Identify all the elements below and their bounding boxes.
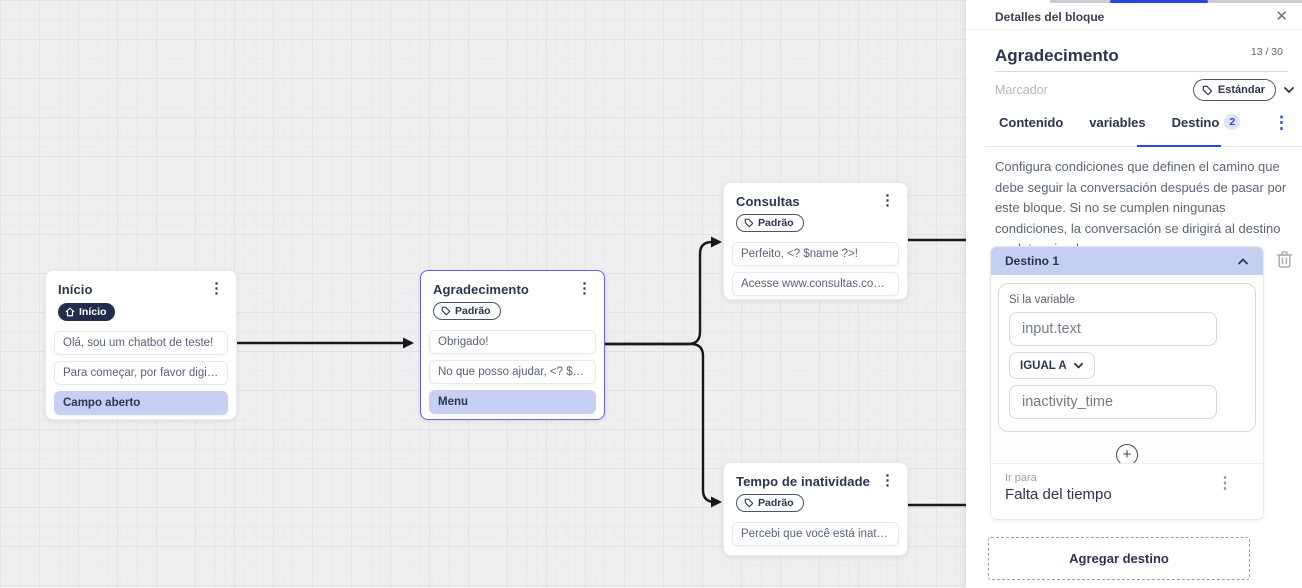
- node-consultas[interactable]: Consultas ⋮ Padrão Perfeito, <? $name ?>…: [723, 182, 908, 300]
- char-counter: 13 / 30: [1250, 46, 1283, 58]
- panel-header: Detalles del bloque ✕: [966, 3, 1302, 30]
- goto-menu-icon[interactable]: ⋮: [1217, 475, 1233, 492]
- node-title: Consultas: [736, 194, 800, 209]
- destination-description: Configura condiciones que definen el cam…: [995, 159, 1287, 256]
- flow-canvas[interactable]: Início ⋮ Início Olá, sou um chatbot de t…: [0, 0, 966, 588]
- node-title: Início: [58, 282, 93, 297]
- message-row[interactable]: Olá, sou um chatbot de teste!: [54, 331, 228, 355]
- goto-section: Ir para Falta del tiempo ⋮: [991, 463, 1263, 519]
- close-icon[interactable]: ✕: [1275, 8, 1288, 25]
- node-type-badge: Padrão: [736, 214, 804, 232]
- message-row[interactable]: Acesse www.consultas.com par...: [732, 272, 899, 296]
- chevron-down-icon[interactable]: [1283, 85, 1295, 95]
- menu-row[interactable]: Menu: [429, 390, 596, 414]
- variable-input[interactable]: [1009, 312, 1217, 346]
- chevron-up-icon[interactable]: [1237, 257, 1249, 266]
- flow-edges: [235, 236, 966, 508]
- divider: [995, 71, 1288, 72]
- message-row[interactable]: Percebi que você está inativo. C...: [732, 522, 899, 546]
- edge-agradecimento-consultas: [603, 240, 715, 346]
- tab-variables[interactable]: variables: [1089, 114, 1146, 130]
- tag-icon: [744, 218, 754, 228]
- node-menu-icon[interactable]: ⋮: [577, 280, 592, 297]
- node-type-badge: Início: [58, 303, 116, 321]
- message-row[interactable]: No que posso ajudar, <? $name ...: [429, 360, 596, 384]
- panel-title: Detalles del bloque: [995, 10, 1105, 24]
- operator-select[interactable]: IGUAL A: [1009, 352, 1095, 379]
- destination-count-badge: 2: [1224, 114, 1241, 130]
- node-type-badge: Padrão: [433, 302, 501, 320]
- active-tab-underline: [1137, 144, 1221, 147]
- node-menu-icon[interactable]: ⋮: [880, 472, 895, 489]
- node-menu-icon[interactable]: ⋮: [880, 192, 895, 209]
- tab-overflow-menu-icon[interactable]: ⋮: [1273, 113, 1290, 132]
- message-row[interactable]: Para começar, por favor digite o ...: [54, 361, 228, 385]
- node-inicio[interactable]: Início ⋮ Início Olá, sou um chatbot de t…: [45, 270, 237, 420]
- block-name[interactable]: Agradecimento: [995, 46, 1119, 65]
- tag-icon: [744, 498, 754, 508]
- active-tab-indicator-top: [1110, 0, 1208, 3]
- tag-icon: [441, 306, 451, 316]
- marker-value-pill[interactable]: Estándar: [1192, 79, 1276, 101]
- tab-destino[interactable]: Destino 2: [1172, 114, 1241, 130]
- add-destination-button[interactable]: Agregar destino: [988, 537, 1250, 580]
- condition-label: Si la variable: [1009, 294, 1075, 306]
- goto-label: Ir para: [1005, 472, 1037, 484]
- destination-title: Destino 1: [1005, 254, 1060, 268]
- block-details-panel: Detalles del bloque ✕ Agradecimento 13 /…: [966, 0, 1302, 588]
- tab-contenido[interactable]: Contenido: [999, 114, 1064, 130]
- trash-icon[interactable]: [1276, 250, 1293, 269]
- value-input[interactable]: [1009, 385, 1217, 419]
- message-row[interactable]: Obrigado!: [429, 330, 596, 354]
- tab-bar: Contenido variables Destino 2: [999, 114, 1241, 130]
- arrowhead: [711, 496, 722, 508]
- marker-label: Marcador: [995, 83, 1048, 97]
- edge-agradecimento-tempo: [603, 342, 716, 504]
- home-icon: [65, 307, 75, 317]
- message-row[interactable]: Perfeito, <? $name ?>!: [732, 242, 899, 266]
- goto-block-value[interactable]: Falta del tiempo: [1005, 486, 1112, 503]
- tag-icon: [1202, 85, 1213, 95]
- destination-card-header[interactable]: Destino 1: [991, 247, 1263, 275]
- node-title: Agradecimento: [433, 282, 529, 297]
- node-type-badge: Padrão: [736, 494, 804, 512]
- arrowhead: [403, 337, 414, 349]
- node-title: Tempo de inatividade: [736, 474, 870, 489]
- arrowhead: [711, 236, 722, 248]
- open-field-row[interactable]: Campo aberto: [54, 391, 228, 415]
- destination-card: Destino 1 Si la variable IGUAL A: [990, 246, 1264, 520]
- plus-icon: +: [1122, 445, 1132, 463]
- node-menu-icon[interactable]: ⋮: [209, 280, 224, 297]
- chevron-down-icon: [1073, 362, 1083, 369]
- panel-tab-scroll-strip: [1050, 0, 1302, 3]
- node-agradecimento[interactable]: Agradecimento ⋮ Padrão Obrigado! No que …: [420, 270, 605, 420]
- node-tempo-inatividade[interactable]: Tempo de inatividade ⋮ Padrão Percebi qu…: [723, 462, 908, 556]
- condition-group: Si la variable IGUAL A: [998, 283, 1256, 432]
